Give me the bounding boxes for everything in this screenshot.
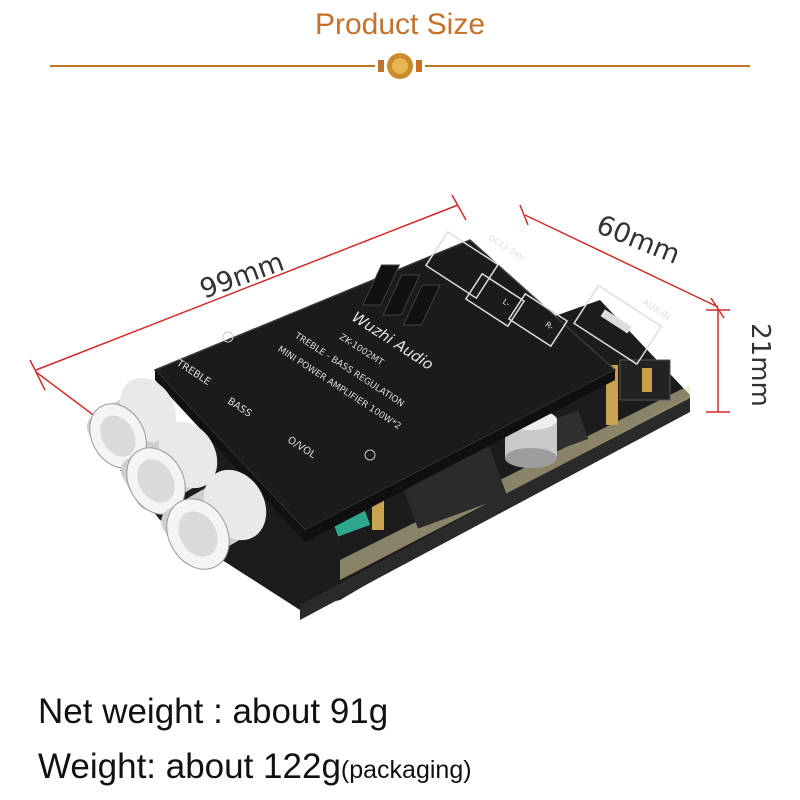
right-channel-label: R-	[544, 320, 556, 332]
height-dimension	[706, 309, 730, 413]
weight-note: (packaging)	[340, 756, 472, 784]
mounting-hole	[364, 449, 376, 461]
height-label: 21mm	[745, 323, 775, 407]
speaker-icon	[464, 272, 526, 328]
weight-text: Weight: about 122g(packaging)	[38, 747, 472, 787]
treble-knob	[86, 377, 177, 469]
bluetooth-icon	[424, 230, 500, 300]
amplifier-board-illustration: 99mm 60mm 21mm Wuzhi Audio ZK-1002MT TRE…	[29, 194, 775, 620]
volume-knob	[161, 469, 267, 570]
heatsink	[362, 264, 441, 326]
aux-label: AUX-IN	[640, 298, 672, 323]
mounting-hole	[222, 331, 234, 343]
weight-value: Weight: about 122g	[38, 747, 341, 786]
width-dimension	[519, 204, 725, 319]
net-weight-text: Net weight : about 91g	[38, 692, 389, 731]
power-label: DC12-24V	[487, 233, 526, 263]
speaker-icon	[507, 292, 569, 348]
length-label: 99mm	[196, 247, 288, 306]
left-channel-label: L-	[501, 297, 512, 309]
width-label: 60mm	[592, 209, 684, 270]
title-divider	[50, 53, 750, 79]
bass-knob	[120, 421, 218, 515]
aux-icon	[572, 284, 663, 366]
page-title: Product Size	[314, 8, 486, 41]
length-dimension	[29, 194, 467, 421]
